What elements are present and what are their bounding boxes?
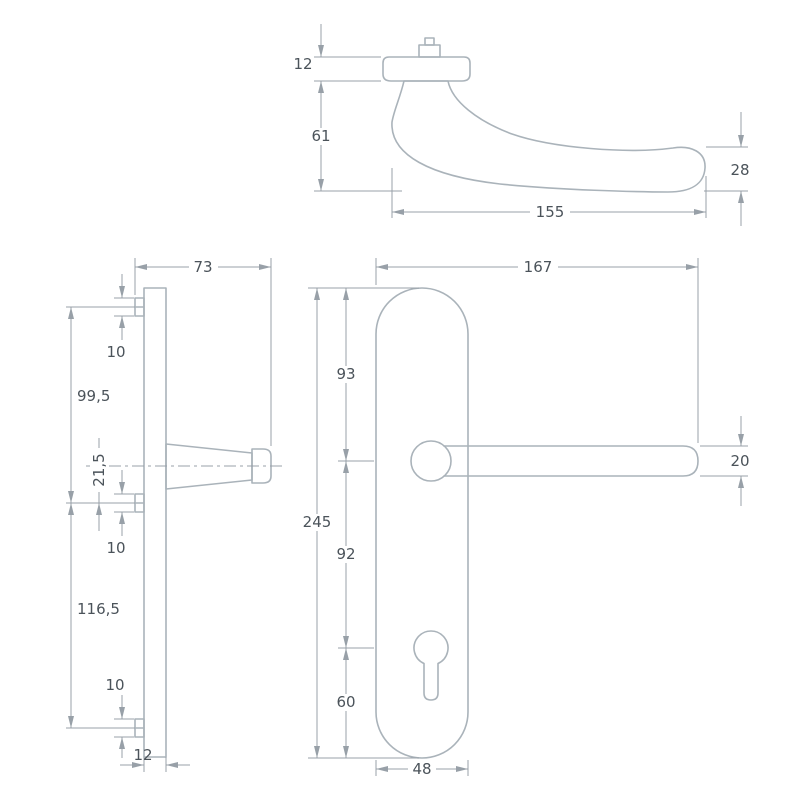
dim-61-label: 61 bbox=[311, 127, 330, 145]
handle-rose-circle bbox=[410, 440, 452, 482]
dim-167-label-mask bbox=[518, 259, 558, 276]
dim-48-label-mask bbox=[408, 761, 436, 778]
dim-21p5-label: 21,5 bbox=[90, 453, 108, 486]
dim-116p5-label: 116,5 bbox=[77, 600, 120, 618]
lever-outline bbox=[391, 80, 706, 193]
spindle-nub bbox=[418, 44, 441, 58]
dim-48-label: 48 bbox=[412, 760, 431, 778]
lever-front-outline bbox=[443, 445, 699, 477]
dim-10-bottom-label: 10 bbox=[105, 676, 124, 694]
rosette-outline bbox=[382, 56, 471, 82]
dim-245-label: 245 bbox=[303, 513, 332, 531]
plate-outline bbox=[375, 287, 469, 759]
dim-73-label-mask bbox=[189, 259, 218, 276]
dim-10-top-label: 10 bbox=[106, 343, 125, 361]
dim-12b-label: 12 bbox=[133, 746, 152, 764]
dim-167-label: 167 bbox=[524, 258, 553, 276]
dim-60-label-mask bbox=[333, 694, 359, 711]
dim-155-label: 155 bbox=[536, 203, 565, 221]
dim-92-label-mask bbox=[333, 546, 359, 563]
dim-61-label-mask bbox=[308, 128, 334, 145]
dim-28-label: 28 bbox=[730, 161, 749, 179]
dim-245-label-mask bbox=[297, 514, 337, 531]
dim-60-label: 60 bbox=[336, 693, 355, 711]
dim-73-label: 73 bbox=[193, 258, 212, 276]
euro-cylinder-cutout bbox=[413, 630, 449, 701]
dim-20-label: 20 bbox=[730, 452, 749, 470]
spindle-tip bbox=[424, 37, 435, 46]
dim-21p5-label-mask bbox=[90, 448, 108, 492]
plate-profile-outline bbox=[143, 287, 167, 758]
dim-12-label: 12 bbox=[293, 55, 312, 73]
plate-front-view: 167 245 93 92 60 20 48 bbox=[297, 258, 750, 778]
handle-side-view: 12 61 28 155 bbox=[293, 24, 750, 226]
dim-155-label-mask bbox=[530, 204, 570, 221]
dim-92-label: 92 bbox=[336, 545, 355, 563]
dim-10-middle-label: 10 bbox=[106, 539, 125, 557]
plate-side-view: 73 99,5 116,5 21,5 10 10 10 bbox=[66, 258, 284, 772]
dim-93-label: 93 bbox=[336, 365, 355, 383]
dim-93-label-mask bbox=[333, 366, 359, 383]
dim-99p5-label: 99,5 bbox=[77, 387, 110, 405]
spindle-end-outline bbox=[251, 448, 272, 484]
